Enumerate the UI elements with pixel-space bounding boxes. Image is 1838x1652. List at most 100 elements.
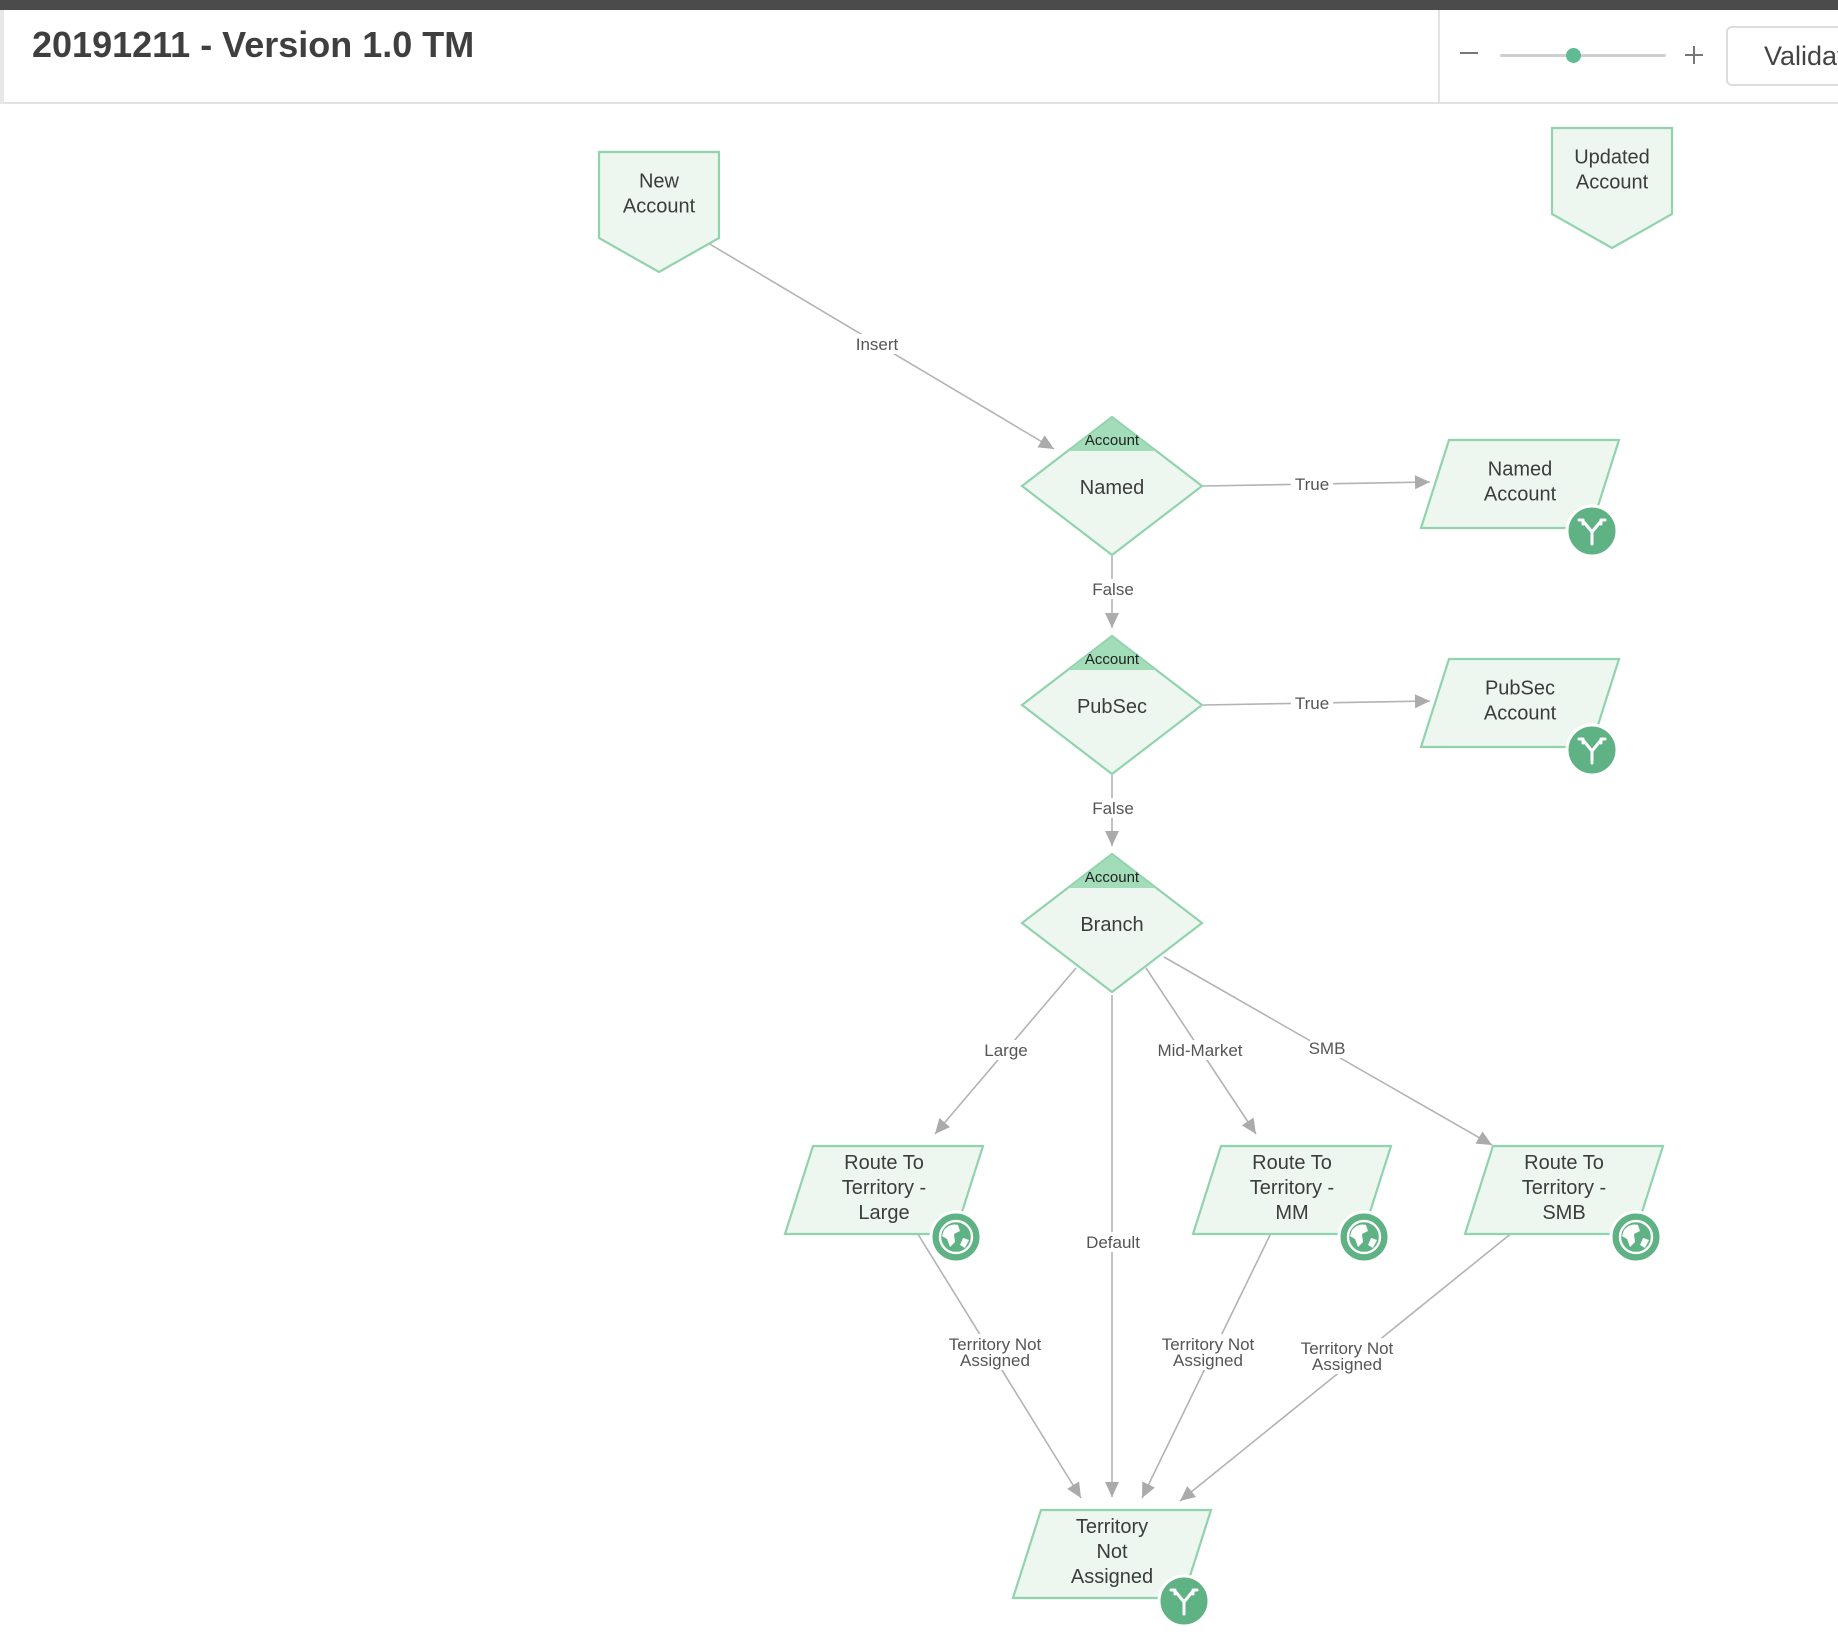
split-icon[interactable] — [1565, 723, 1619, 777]
globe-icon[interactable] — [1337, 1210, 1391, 1264]
arrow-head-icon — [1142, 1481, 1155, 1498]
arrow-head-icon — [1105, 831, 1119, 846]
edge-label: Large — [984, 1041, 1027, 1060]
arrow-head-icon — [1414, 694, 1430, 709]
header-bar — [0, 10, 1838, 104]
edge-label-background — [1287, 1338, 1407, 1374]
node-label: Assigned — [1071, 1566, 1153, 1588]
edge-label-background — [847, 334, 907, 354]
edge-pubsec-true[interactable]: True — [1202, 693, 1431, 713]
edge-branch-mid-market[interactable]: Mid-Market — [1145, 967, 1257, 1135]
node-label: Account — [1576, 172, 1649, 194]
edge-label: Territory Not — [1162, 1335, 1255, 1354]
node-label: SMB — [1542, 1202, 1585, 1224]
header-left-edge — [0, 10, 4, 104]
edge-label: Default — [1086, 1233, 1140, 1252]
edge-branch-large[interactable]: Large — [934, 967, 1077, 1135]
node-label: Account — [623, 196, 696, 218]
arrow-head-icon — [935, 1118, 951, 1134]
validate-button[interactable]: Validat — [1726, 26, 1838, 86]
node-label: Account — [1484, 484, 1557, 506]
node-label: Updated — [1574, 147, 1650, 169]
decision-node-shape[interactable] — [1020, 634, 1204, 776]
node-label: Named — [1080, 477, 1144, 499]
decision-cap-label: Account — [1085, 651, 1140, 668]
node-label: Account — [1484, 703, 1557, 725]
node-label: New — [639, 171, 680, 193]
decision-cap — [1068, 637, 1156, 670]
edge-label-background — [980, 1040, 1032, 1060]
arrow-head-icon — [1241, 1117, 1256, 1134]
node-label: Large — [858, 1202, 909, 1224]
node-route-smb[interactable]: Route To Territory - SMB — [1463, 1144, 1665, 1264]
edge-label-background — [1148, 1334, 1268, 1370]
edge-label: Mid-Market — [1157, 1041, 1242, 1060]
edge-named-false[interactable]: False — [1087, 556, 1139, 628]
top-bar — [0, 0, 1838, 10]
edge-label: Territory Not — [949, 1335, 1042, 1354]
start-node-shape[interactable] — [597, 150, 721, 274]
node-label: Territory - — [1250, 1177, 1334, 1199]
edge-label-background — [1153, 1040, 1247, 1060]
arrow-head-icon — [1037, 435, 1054, 449]
start-node-shape[interactable] — [1550, 126, 1674, 250]
globe-icon[interactable] — [929, 1210, 983, 1264]
zoom-slider-thumb[interactable] — [1566, 48, 1582, 63]
decision-cap — [1068, 855, 1156, 888]
node-label: Territory - — [1522, 1177, 1606, 1199]
node-label: PubSec — [1485, 678, 1555, 700]
edge-label: False — [1092, 799, 1134, 818]
node-label: MM — [1275, 1202, 1308, 1224]
node-label: Branch — [1080, 914, 1143, 936]
decision-node-shape[interactable] — [1020, 852, 1204, 994]
edge-label-background — [1087, 798, 1139, 818]
edge-label-background — [1290, 693, 1334, 713]
edge-label: SMB — [1309, 1039, 1346, 1058]
node-label: Named — [1488, 459, 1552, 481]
node-label: Route To — [1524, 1152, 1604, 1174]
decision-cap — [1068, 418, 1156, 451]
zoom-in-button[interactable] — [1682, 42, 1708, 68]
edge-label: True — [1295, 694, 1329, 713]
edge-label: Territory Not — [1301, 1339, 1394, 1358]
edge-new-to-named[interactable]: Insert — [707, 242, 1055, 450]
edge-pubsec-false[interactable]: False — [1087, 775, 1139, 846]
split-icon[interactable] — [1157, 1574, 1211, 1628]
edge-branch-default[interactable]: Default — [1078, 995, 1148, 1497]
edge-named-true[interactable]: True — [1202, 474, 1431, 494]
node-label: Territory — [1076, 1516, 1148, 1538]
edge-branch-smb[interactable]: SMB — [1163, 956, 1493, 1146]
zoom-out-button[interactable] — [1457, 40, 1483, 66]
decision-node-shape[interactable] — [1020, 415, 1204, 557]
node-label: PubSec — [1077, 696, 1147, 718]
split-icon[interactable] — [1565, 504, 1619, 558]
edge-label: Assigned — [1173, 1351, 1243, 1370]
zoom-slider[interactable] — [1500, 48, 1666, 63]
node-label: Territory - — [842, 1177, 926, 1199]
arrow-head-icon — [1105, 613, 1119, 628]
edge-label-background — [1290, 474, 1334, 494]
edge-label-background — [1310, 1038, 1344, 1058]
edge-label: Assigned — [960, 1351, 1030, 1370]
globe-icon[interactable] — [1609, 1210, 1663, 1264]
header-divider — [1438, 10, 1440, 102]
edge-label-background — [1078, 1232, 1148, 1252]
edge-label: False — [1092, 580, 1134, 599]
arrow-head-icon — [1180, 1486, 1197, 1501]
page-title: 20191211 - Version 1.0 TM — [32, 24, 475, 65]
arrow-head-icon — [1414, 475, 1430, 490]
